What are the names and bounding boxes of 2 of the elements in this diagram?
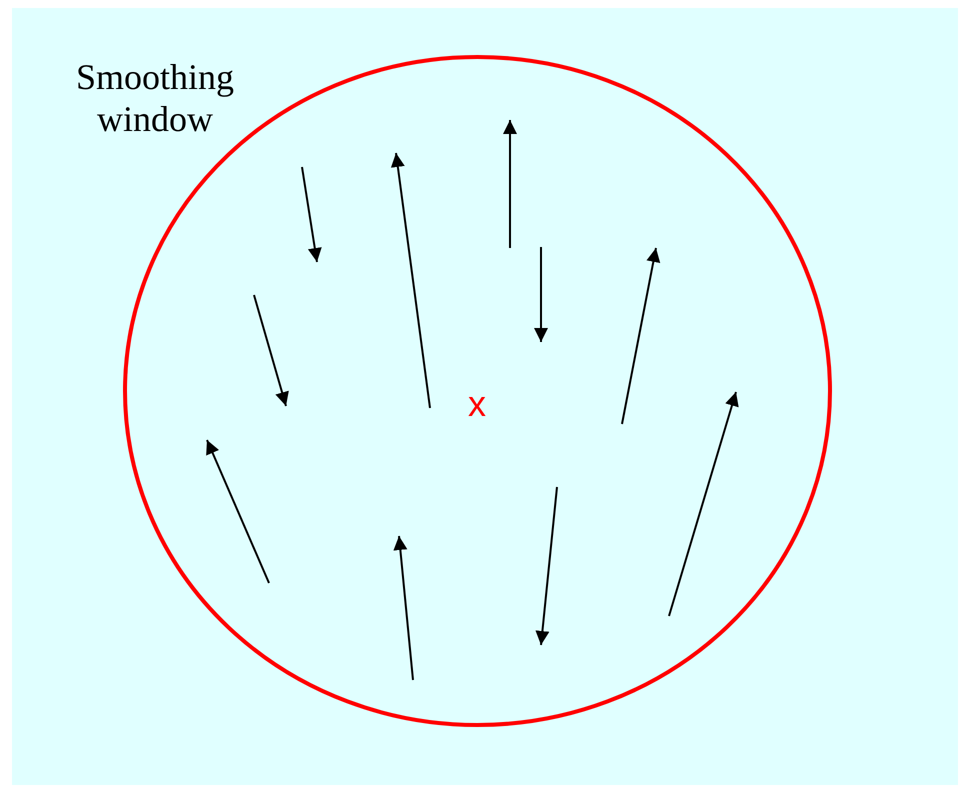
window-title: Smoothing window [74, 56, 236, 140]
center-mark: x [467, 384, 487, 424]
